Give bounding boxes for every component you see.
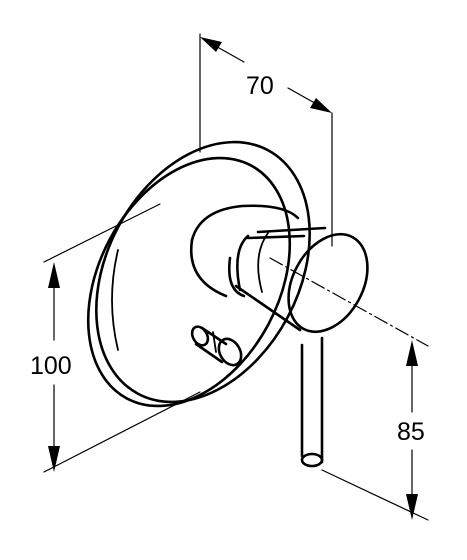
height-dimension: 100 — [30, 203, 201, 473]
lever-height-dimension: 85 — [321, 340, 429, 521]
handle-body — [189, 204, 369, 334]
height-label: 100 — [30, 352, 72, 380]
lever-height-label: 85 — [397, 418, 425, 446]
wall-plate — [86, 140, 311, 408]
diverter-knob — [190, 325, 243, 367]
center-axis — [269, 257, 429, 347]
width-dimension: 70 — [199, 33, 333, 247]
lever — [300, 336, 324, 468]
width-label: 70 — [246, 72, 274, 100]
